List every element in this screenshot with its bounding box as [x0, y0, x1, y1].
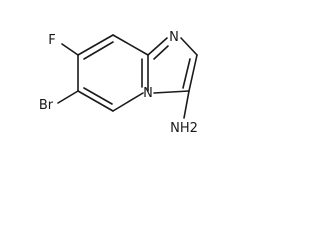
bond-c5-c6-inner	[83, 87, 113, 105]
structure-diagram: F Br N N NH2	[0, 0, 224, 164]
bromine-label: Br	[39, 98, 54, 113]
bond-c8a-n1	[147, 37, 168, 56]
bond-c2-c3	[188, 54, 198, 92]
bond-c2-c3-inner	[182, 58, 191, 89]
bond-c7-c8-inner	[83, 41, 114, 60]
fluorine-label: F	[48, 33, 55, 48]
bond-c3-n4	[153, 90, 190, 94]
bond-n4-c5	[112, 92, 144, 112]
molecule-svg: F Br N N NH2	[39, 30, 198, 136]
atom-labels: F Br N N NH2	[39, 30, 198, 136]
bond-c3-nh2	[183, 90, 190, 119]
bonds	[57, 34, 198, 119]
bond-c6-br	[57, 90, 79, 104]
bond-n1-c2	[180, 37, 198, 56]
bond-c7-f	[61, 43, 79, 56]
bridgehead-nitrogen-label: N	[143, 86, 153, 101]
amine-label: NH2	[170, 121, 198, 136]
bond-c8a-n1-inner	[153, 45, 169, 60]
bond-c5-c6	[77, 90, 114, 112]
ring-nitrogen-top-label: N	[169, 30, 179, 45]
bond-c7-c8	[77, 34, 114, 56]
bond-c8-c8a	[112, 34, 149, 56]
